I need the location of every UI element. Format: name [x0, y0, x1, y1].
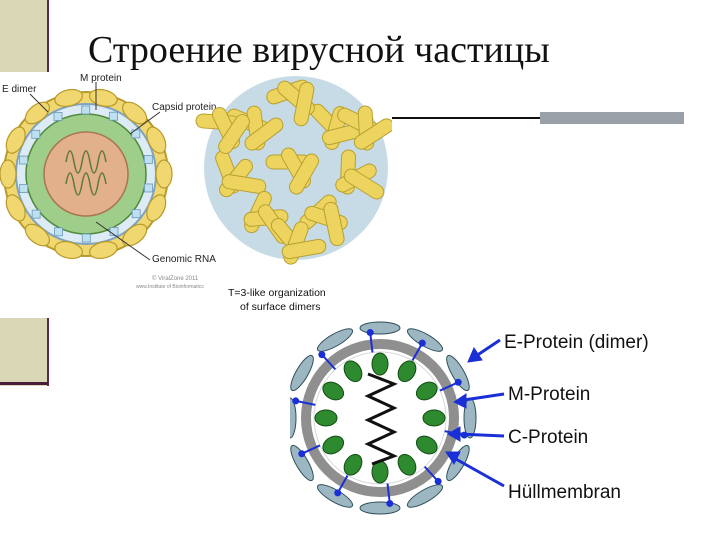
sidebar-decoration-bottom [0, 318, 48, 386]
c-protein-ring [314, 352, 446, 484]
m-protein-block [19, 155, 28, 165]
e-protein-petal [446, 354, 470, 392]
label-organization-line1: T=3-like organization [228, 287, 326, 299]
m-protein-pin-head [454, 378, 462, 386]
label-copyright: © ViralZone 2011 [152, 275, 199, 282]
rna-zigzag [364, 372, 398, 466]
e-dimer-bump [54, 88, 84, 107]
m-protein-pin-head [334, 489, 342, 497]
m-protein-block [81, 105, 91, 115]
m-protein-block [81, 233, 91, 243]
m-protein-pin-head [318, 351, 326, 359]
slide-title: Строение вирусной частицы [88, 29, 550, 71]
m-protein-pins [292, 329, 468, 507]
label-m-protein: M-Protein [508, 384, 590, 405]
surface-dimer [244, 117, 284, 151]
label-envelope: Hüllmembran [508, 482, 621, 503]
e-dimer-bump [146, 126, 167, 154]
m-protein-pin-head [434, 477, 442, 485]
m-protein-block [131, 129, 141, 139]
m-protein-block [19, 184, 29, 193]
label-c-protein: C-Protein [508, 427, 588, 448]
title-rule-thin [390, 117, 540, 119]
m-protein-pin-head [366, 329, 374, 337]
c-protein [415, 435, 438, 455]
label-m-protein-top: M protein [80, 73, 122, 84]
e-dimer-bump [24, 223, 50, 247]
e-dimer-bumps [0, 88, 173, 260]
label-e-dimer: E dimer [2, 84, 37, 95]
c-protein [415, 381, 438, 401]
m-protein-pin-head [418, 339, 426, 347]
c-protein [314, 409, 338, 427]
e-protein-petal [316, 328, 354, 352]
m-protein-pin-head [292, 397, 300, 405]
m-protein-pin-head [386, 499, 394, 507]
m-protein-block [31, 129, 41, 139]
label-credit: www.Institute of Bioinformatics [136, 284, 204, 290]
m-protein-block [131, 209, 141, 219]
e-protein-petal [359, 501, 401, 515]
sidebar-underline [0, 382, 48, 385]
genomic-rna-coil [65, 150, 107, 196]
c-protein [397, 360, 417, 383]
virion-diagram-svg: E dimer M protein Capsid protein Genomic… [0, 72, 395, 318]
e-dimer-bump [122, 223, 148, 247]
virion-schematic-svg: E-Protein (dimer) M-Protein C-Protein Hü… [283, 321, 649, 515]
e-protein-petal [290, 444, 314, 482]
m-protein-block [54, 227, 63, 237]
m-protein-pin-head [298, 450, 306, 458]
surface-dimer-sphere [195, 76, 395, 265]
e-dimer-bump [155, 159, 173, 189]
surface-dimer [323, 201, 345, 247]
virion-diagram-top: E dimer M protein Capsid protein Genomic… [0, 72, 395, 318]
e-dimer-bump [122, 101, 148, 125]
c-protein [371, 352, 389, 376]
c-protein [322, 435, 345, 455]
c-protein [422, 409, 446, 427]
e-protein-petal [359, 321, 401, 335]
m-protein-block [109, 111, 118, 121]
e-dimer-bump [5, 126, 26, 154]
surface-dimer [221, 174, 267, 194]
e-dimer-bump [54, 241, 84, 260]
m-protein-block [143, 155, 153, 164]
e-protein-petal [406, 484, 444, 508]
c-protein [343, 453, 363, 476]
surface-dimer [343, 168, 385, 200]
e-dimer-bump [146, 194, 167, 222]
e-dimer-bump [88, 241, 118, 260]
label-organization-line2: of surface dimers [240, 301, 321, 313]
m-protein-block [144, 183, 153, 193]
c-protein [397, 453, 417, 476]
label-genomic-rna: Genomic RNA [152, 254, 216, 265]
surface-dimer [281, 238, 327, 260]
title-rule-thick [540, 112, 684, 124]
e-dimer-bump [0, 159, 17, 189]
virion-diagram-bottom: E-Protein (dimer) M-Protein C-Protein Hü… [283, 318, 690, 518]
c-protein [343, 360, 363, 383]
envelope-inner [313, 351, 447, 485]
m-protein-block [53, 112, 63, 121]
sidebar-decoration-top [0, 0, 48, 72]
surface-dimer [289, 153, 319, 195]
surface-dimer [218, 114, 250, 154]
envelope-membrane [301, 339, 459, 497]
e-dimer-bump [5, 194, 26, 222]
m-protein-block [31, 209, 41, 219]
label-e-protein: E-Protein (dimer) [504, 332, 649, 353]
label-arrows [445, 338, 505, 488]
label-capsid-protein: Capsid protein [152, 102, 216, 113]
e-protein-petal [290, 354, 314, 392]
c-protein [322, 381, 345, 401]
surface-dimer [293, 81, 315, 127]
